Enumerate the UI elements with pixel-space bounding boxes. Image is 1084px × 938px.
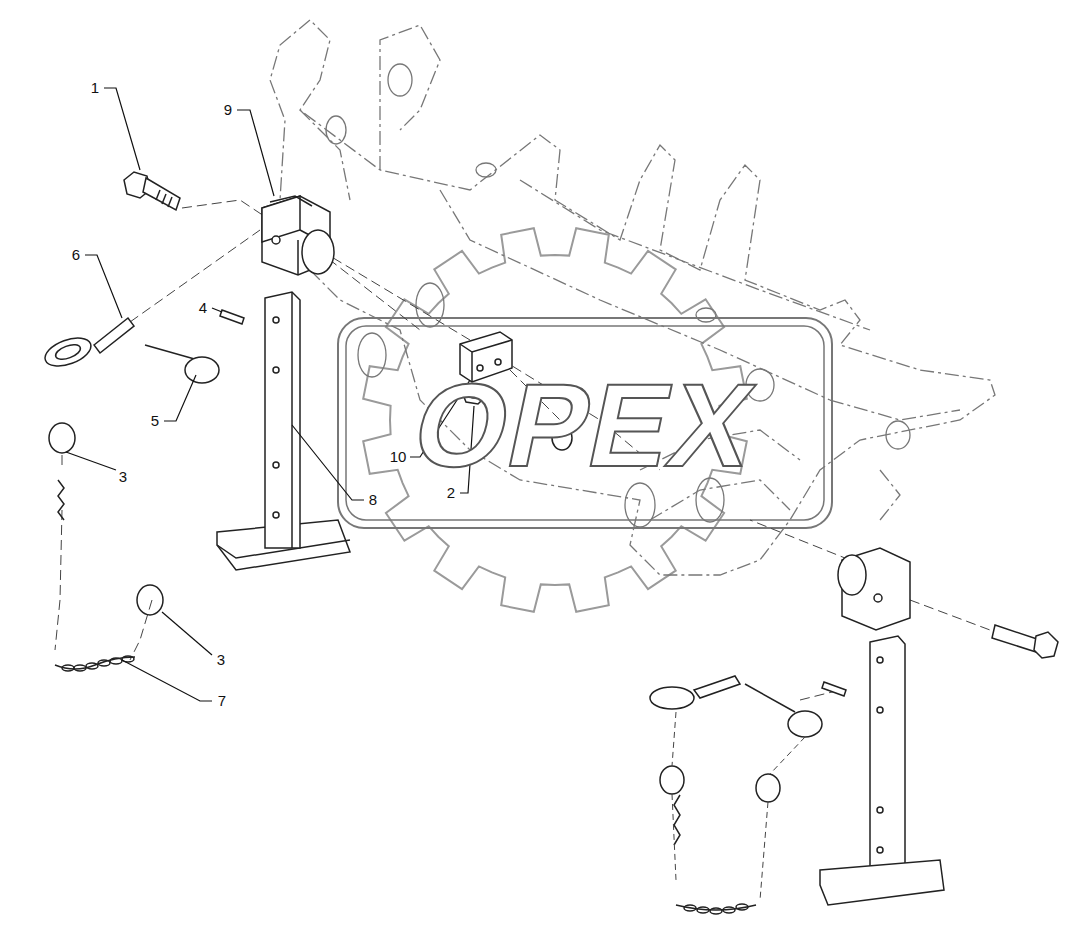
lynch-pin [41,318,219,383]
frame-holes [326,64,910,527]
callout-number: 10 [388,449,409,466]
chain-line [672,712,805,900]
leader-line [66,88,474,701]
parking-stand-right [650,548,1058,905]
ring-and-chain [49,423,163,671]
callout-number: 3 [117,469,129,486]
callout-number: 5 [149,413,161,430]
callout-number: 4 [197,300,209,317]
callout-number: 2 [445,485,457,502]
callout-number: 7 [216,693,228,710]
bracket [262,196,334,275]
assembly-line [55,200,990,700]
bolt [124,172,180,210]
callout-number: 1 [89,80,101,97]
spring-pin [220,310,244,324]
watermark-frame [338,318,832,528]
callout-number: 9 [222,102,234,119]
ring-and-chain-right [660,766,780,914]
watermark-text: OPEX [405,366,766,484]
parking-stand [217,292,350,570]
callout-number: 6 [70,247,82,264]
callout-number: 8 [367,492,379,509]
callout-number: 3 [215,652,227,669]
